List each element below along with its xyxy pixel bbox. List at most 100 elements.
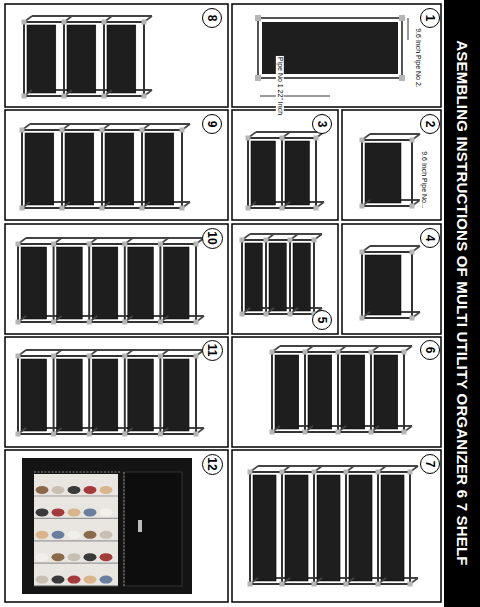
shoe <box>100 553 113 561</box>
shelf-unit-group <box>22 16 153 99</box>
shoe <box>100 576 113 584</box>
step-number-circle: 6 <box>420 340 440 360</box>
shelf-unit-group <box>360 246 421 321</box>
step-number: 2 <box>424 121 436 128</box>
joint <box>402 430 407 435</box>
pipe <box>195 244 197 322</box>
joint <box>246 206 251 211</box>
joint <box>122 354 127 359</box>
joint <box>360 250 365 255</box>
joint <box>194 354 199 359</box>
joint <box>280 206 285 211</box>
cabinet-body <box>22 458 192 594</box>
step-number: 8 <box>206 15 218 22</box>
joint <box>410 316 415 321</box>
joint <box>240 238 245 243</box>
pipe <box>249 472 251 584</box>
pipe <box>370 133 420 135</box>
step-number: 12 <box>206 457 218 470</box>
pipe <box>18 355 196 357</box>
step-number-circle: 9 <box>202 114 222 134</box>
shoe <box>68 576 81 584</box>
cabinet-door <box>124 472 182 586</box>
joint <box>142 94 147 99</box>
pipe <box>24 21 144 23</box>
joint <box>102 94 107 99</box>
pipe <box>53 356 55 434</box>
fabric-panel <box>285 475 308 581</box>
joint <box>410 138 415 143</box>
step-number-circle: 4 <box>420 228 440 248</box>
pipe <box>345 472 347 584</box>
fabric-panel <box>107 25 136 93</box>
shoe <box>84 508 97 516</box>
joint <box>194 432 199 437</box>
joint <box>51 432 56 437</box>
pipe <box>26 237 204 239</box>
pipe <box>21 130 23 208</box>
dimension-label: 9.6 Inch Pipe No 2. <box>414 27 422 89</box>
joint <box>344 470 349 475</box>
pipe <box>377 472 379 584</box>
joint <box>100 128 105 133</box>
pipe <box>101 130 103 208</box>
joint <box>62 20 67 25</box>
pipe <box>250 583 410 585</box>
pipe <box>411 140 413 206</box>
fabric-panel <box>128 247 154 319</box>
joint <box>20 128 25 133</box>
fabric-panel <box>365 255 401 315</box>
shoe <box>52 486 65 494</box>
shoe <box>36 576 49 584</box>
pipe <box>53 244 55 322</box>
fabric-panel <box>57 247 83 319</box>
step-number-circle: 5 <box>312 310 332 330</box>
joint <box>314 206 319 211</box>
fabric-panel <box>251 141 275 205</box>
joint <box>360 138 365 143</box>
panel-frame <box>342 224 441 334</box>
finished-cabinet <box>22 458 192 594</box>
fabric-panel <box>128 359 154 431</box>
dimension-label: Pipe No 1 22" Inch <box>276 56 284 116</box>
fabric-panel <box>105 133 134 205</box>
shoe <box>84 531 97 539</box>
joint <box>369 350 374 355</box>
fabric-panel <box>349 475 372 581</box>
fabric-panel <box>374 355 398 429</box>
shoe <box>36 508 49 516</box>
pipe <box>195 356 197 434</box>
shoe <box>68 508 81 516</box>
joint <box>336 430 341 435</box>
fabric-panel <box>381 475 404 581</box>
fabric-panel <box>163 247 189 319</box>
joint <box>280 582 285 587</box>
title: ASEMBLING INSTRUCTIONS OF MULTI UTILITY … <box>454 40 471 565</box>
step-number: 3 <box>316 121 328 128</box>
shoe <box>52 531 65 539</box>
joint <box>140 128 145 133</box>
pipe <box>289 240 291 314</box>
joint <box>100 206 105 211</box>
shelf-unit-group <box>248 466 419 587</box>
step-number-circle: 7 <box>420 454 440 474</box>
joint <box>312 470 317 475</box>
panel-frame <box>232 110 338 220</box>
pipe <box>362 139 412 141</box>
pipe <box>265 240 267 314</box>
joint <box>246 136 251 141</box>
joint <box>102 20 107 25</box>
pipe <box>159 356 161 434</box>
joint <box>303 350 308 355</box>
pipe <box>362 251 412 253</box>
shoe <box>36 486 49 494</box>
zipper-pull <box>138 520 142 532</box>
fabric-panel <box>92 359 118 431</box>
joint <box>60 206 65 211</box>
pipe <box>337 352 339 432</box>
joint <box>360 204 365 209</box>
pipe <box>17 356 19 434</box>
joint <box>60 128 65 133</box>
shoe <box>36 531 49 539</box>
step-number-circle: 3 <box>312 114 332 134</box>
